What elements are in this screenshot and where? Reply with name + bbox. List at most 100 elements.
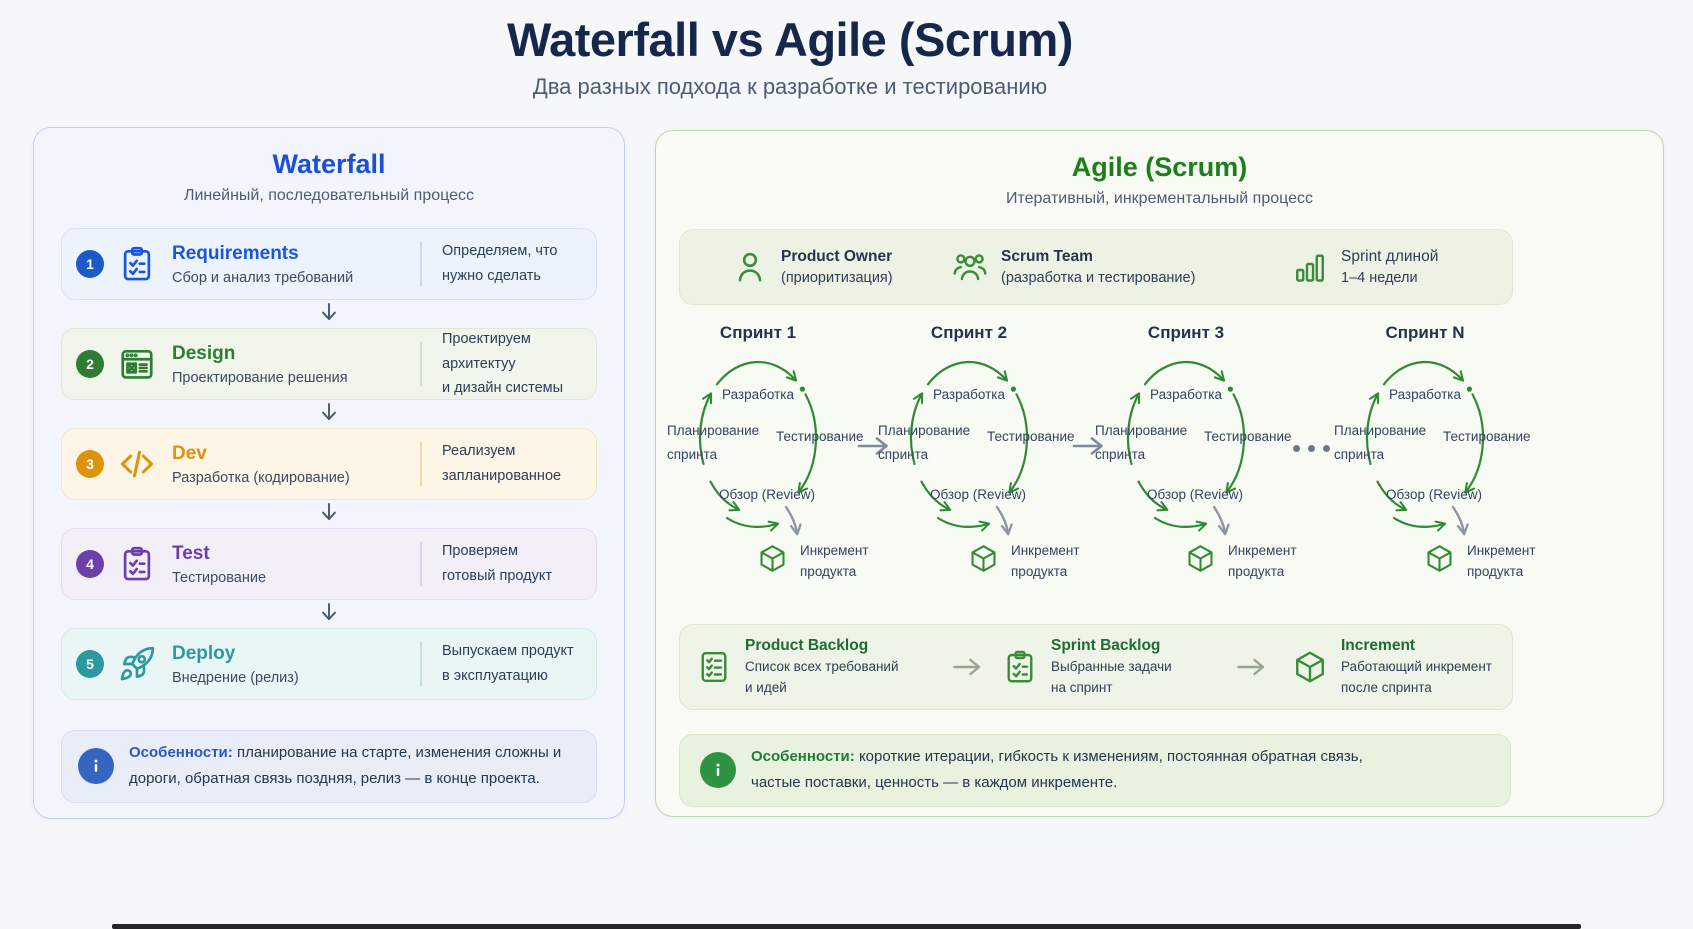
flow-name: Sprint Backlog xyxy=(1051,637,1161,655)
ellipsis-icon xyxy=(1293,445,1330,452)
sprint-cycle-n: Спринт N Разработка Планирование спринта… xyxy=(1320,323,1536,583)
divider xyxy=(420,441,422,487)
role-text: Sprint длиной 1–4 недели xyxy=(1341,245,1438,289)
role-sprint-length: Sprint длиной 1–4 недели xyxy=(1292,230,1438,304)
stage-note-line: Реализуем xyxy=(442,443,516,460)
flow-item-product-backlog: Product Backlog Список всех требований и… xyxy=(696,625,899,709)
rocket-icon xyxy=(117,644,157,684)
cycle-arrows-icon xyxy=(909,360,1029,536)
note-text: Особенности: планирование на старте, изм… xyxy=(129,740,580,793)
stage-note-line: Проектируем архитектуу xyxy=(442,330,531,372)
page-title: Waterfall vs Agile (Scrum) xyxy=(507,13,1073,66)
role-name: Product Owner xyxy=(781,247,893,265)
stage-note-line: готовый продукт xyxy=(442,568,553,584)
arrow-right-icon xyxy=(952,657,986,682)
stage-desc: Тестирование xyxy=(172,569,267,586)
increment-line: продукта xyxy=(1467,563,1524,579)
sprint-cycle-2: Спринт 2 Разработка Планирование спринта… xyxy=(864,323,1080,583)
note-body: короткие итерации, гибкость к изменениям… xyxy=(751,748,1363,792)
flow-text: Increment Работающий инкремент после спр… xyxy=(1341,635,1492,699)
flow-desc-line: Список всех требований xyxy=(745,658,899,674)
cycle-label-review: Обзор (Review) xyxy=(930,487,1026,502)
person-icon xyxy=(732,249,768,285)
stage-desc: Разработка (кодирование) xyxy=(172,469,350,486)
sprint-title: Спринт N xyxy=(1385,323,1465,342)
cycle-label-planning: Планирование спринта xyxy=(878,419,970,466)
waterfall-panel: Waterfall Линейный, последовательный про… xyxy=(33,127,625,819)
divider xyxy=(420,241,422,287)
stage-name: Deploy xyxy=(172,643,236,665)
page-subtitle: Два разных подхода к разработке и тестир… xyxy=(532,74,1048,100)
package-icon xyxy=(760,545,785,572)
increment-line: продукта xyxy=(1228,563,1285,579)
stage-card-requirements: 1 Requirements Сбор и анализ требований … xyxy=(61,228,597,300)
increment-line: продукта xyxy=(800,563,857,579)
clipboard-check-icon xyxy=(117,244,157,284)
increment-text: Инкремент продукта xyxy=(1011,541,1080,583)
note-label: Особенности: xyxy=(751,748,855,765)
cycle-label-line: Планирование xyxy=(878,423,971,438)
flow-text: Product Backlog Список всех требований и… xyxy=(745,635,899,699)
role-desc: (разработка и тестирование) xyxy=(1001,270,1196,287)
note-body: планирование на старте, изменения сложны… xyxy=(129,744,562,788)
role-desc: (приоритизация) xyxy=(781,270,893,287)
stage-note: Определяем, что нужно сделать xyxy=(442,229,557,299)
browser-layout-icon xyxy=(117,344,157,384)
stage-number-badge: 5 xyxy=(76,650,104,678)
stage-name: Requirements xyxy=(172,243,299,265)
cycle-label-line: спринта xyxy=(878,446,929,462)
stage-note-line: Определяем, что xyxy=(442,243,558,260)
stage-desc: Сбор и анализ требований xyxy=(172,269,354,286)
bottom-bar xyxy=(112,924,1581,929)
agile-flow-card: Product Backlog Список всех требований и… xyxy=(679,624,1513,710)
clipboard-check-icon xyxy=(117,544,157,584)
cycle-label-testing: Тестирование xyxy=(987,429,1075,444)
product-increment: Инкремент продукта xyxy=(968,541,1080,583)
cycle-label-line: спринта xyxy=(1095,446,1146,462)
stage-card-dev: 3 Dev Разработка (кодирование) Реализуем… xyxy=(61,428,597,500)
stage-note: Проектируем архитектуу и дизайн системы xyxy=(442,329,596,399)
cycle-label-line: Планирование xyxy=(1095,423,1188,438)
stage-desc: Внедрение (релиз) xyxy=(172,669,299,686)
stage-card-deploy: 5 Deploy Внедрение (релиз) Выпускаем про… xyxy=(61,628,597,700)
stage-text: Deploy Внедрение (релиз) xyxy=(172,642,299,686)
code-icon xyxy=(117,444,157,484)
cycle-label-line: Планирование xyxy=(667,423,760,438)
arrow-right-icon xyxy=(1071,435,1109,462)
cycle-arrows-icon xyxy=(698,360,818,536)
product-increment: Инкремент продукта xyxy=(757,541,869,583)
flow-desc-line: после спринта xyxy=(1341,679,1432,695)
cycle-arrows-icon xyxy=(1365,360,1485,536)
cycle-label-development: Разработка xyxy=(933,387,1005,402)
flow-text: Sprint Backlog Выбранные задачи на сприн… xyxy=(1051,635,1172,699)
increment-line: Инкремент xyxy=(1228,543,1297,558)
sprint-cycle-1: Спринт 1 Разработка Планирование спринта… xyxy=(653,323,869,583)
role-text: Scrum Team (разработка и тестирование) xyxy=(1001,245,1195,289)
cycle-label-development: Разработка xyxy=(1389,387,1461,402)
agile-note: Особенности: короткие итерации, гибкость… xyxy=(679,734,1511,807)
agile-panel: Agile (Scrum) Итеративный, инкрементальн… xyxy=(655,130,1664,817)
waterfall-note: Особенности: планирование на старте, изм… xyxy=(61,730,597,803)
stage-note: Выпускаем продукт в эксплуатацию xyxy=(442,629,574,699)
product-increment: Инкремент продукта xyxy=(1424,541,1536,583)
arrow-down-icon xyxy=(61,300,597,328)
info-icon xyxy=(700,752,736,789)
note-label: Особенности: xyxy=(129,744,233,761)
increment-line: продукта xyxy=(1011,563,1068,579)
increment-line: Инкремент xyxy=(1011,543,1080,558)
divider xyxy=(420,341,422,387)
agile-title: Agile (Scrum) xyxy=(1071,152,1248,182)
product-increment: Инкремент продукта xyxy=(1185,541,1297,583)
stage-note: Реализуем запланированное xyxy=(442,429,561,499)
stage-number-badge: 2 xyxy=(76,350,104,378)
arrow-down-icon xyxy=(61,600,597,628)
increment-line: Инкремент xyxy=(1467,543,1536,558)
stage-note-line: Проверяем xyxy=(442,543,518,560)
flow-desc-line: Работающий инкремент xyxy=(1341,658,1492,674)
cycle-label-line: спринта xyxy=(667,446,718,462)
arrow-down-icon xyxy=(61,400,597,428)
page-header: Waterfall vs Agile (Scrum) Два разных по… xyxy=(0,12,1580,100)
cycle-label-development: Разработка xyxy=(1150,387,1222,402)
bar-chart-icon xyxy=(1292,249,1328,285)
role-desc: 1–4 недели xyxy=(1341,270,1418,287)
